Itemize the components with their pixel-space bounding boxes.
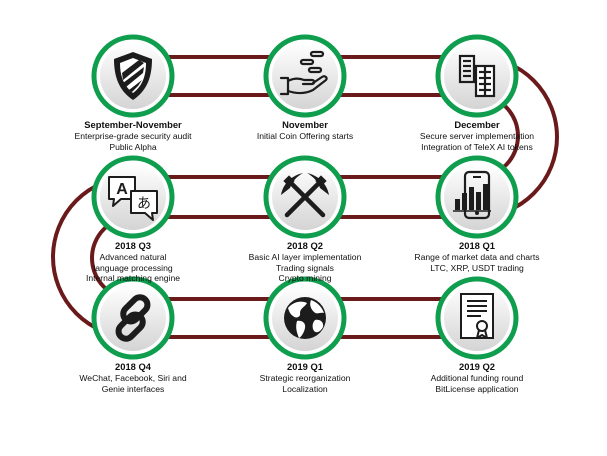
certificate-icon — [460, 293, 494, 339]
milestone-caption: September-November Enterprise-grade secu… — [33, 119, 233, 152]
milestone-line: Advanced natural — [99, 252, 167, 262]
milestone-line: Enterprise-grade security audit — [74, 131, 192, 141]
milestone-title: 2018 Q2 — [287, 240, 323, 251]
milestone-line: Secure server implementation — [419, 131, 535, 141]
milestone-node — [91, 34, 175, 118]
milestone-caption: 2018 Q4 WeChat, Facebook, Siri and Genie… — [33, 361, 233, 394]
globe-icon — [284, 297, 326, 339]
milestone-line: Range of market data and charts — [414, 252, 540, 262]
milestone-title: November — [282, 119, 328, 130]
milestone-line: Strategic reorganization — [259, 373, 351, 383]
milestone-line: Additional funding round — [430, 373, 524, 383]
milestone-line: Public Alpha — [109, 141, 157, 152]
milestone-line: Integration of TeleX AI tokens — [421, 141, 533, 152]
svg-text:あ: あ — [137, 196, 151, 212]
milestone-line: Basic AI layer implementation — [248, 252, 362, 262]
coin-hand-icon — [279, 50, 328, 96]
milestone-title: 2019 Q2 — [459, 361, 495, 372]
server-icon — [458, 54, 496, 98]
milestone-caption: 2019 Q1 Strategic reorganization Localiz… — [205, 361, 405, 394]
milestone-caption: November Initial Coin Offering starts — [205, 119, 405, 142]
milestone-line: WeChat, Facebook, Siri and — [79, 373, 187, 383]
milestone-line: Localization — [282, 383, 328, 394]
milestone-line: Internal matching engine — [85, 273, 181, 284]
milestone-caption: 2018 Q1 Range of market data and charts … — [377, 240, 577, 273]
milestone-node — [435, 276, 519, 360]
milestone-line: Initial Coin Offering starts — [256, 131, 354, 141]
milestone-node — [91, 276, 175, 360]
translate-icon: A あ — [108, 176, 158, 221]
milestone-line: BitLicense application — [435, 383, 519, 394]
node-disc — [272, 43, 338, 109]
milestone-title: 2019 Q1 — [287, 361, 323, 372]
milestone-title: December — [454, 119, 500, 130]
mobile-chart-icon — [453, 170, 491, 220]
milestone-node — [435, 155, 519, 239]
milestone-line: Trading signals — [276, 262, 334, 273]
milestone-line: Genie interfaces — [101, 383, 165, 394]
milestone-node — [435, 34, 519, 118]
milestone-title: 2018 Q3 — [115, 240, 151, 251]
milestone-node — [263, 276, 347, 360]
milestone-title: September-November — [84, 119, 182, 130]
milestone-title: 2018 Q1 — [459, 240, 495, 251]
milestone-caption: December Secure server implementation In… — [377, 119, 577, 152]
link-icon — [115, 294, 151, 342]
milestone-caption: 2019 Q2 Additional funding round BitLice… — [377, 361, 577, 394]
milestone-line: language processing — [93, 262, 173, 273]
milestone-node — [263, 34, 347, 118]
milestone-caption: 2018 Q3 Advanced natural language proces… — [33, 240, 233, 284]
milestone-line: LTC, XRP, USDT trading — [430, 262, 524, 273]
milestone-node: A あ — [91, 155, 175, 239]
milestone-line: Crypto mining — [278, 273, 332, 284]
svg-text:A: A — [116, 181, 128, 198]
shield-icon — [114, 52, 152, 100]
milestone-title: 2018 Q4 — [115, 361, 151, 372]
milestone-caption: 2018 Q2 Basic AI layer implementation Tr… — [205, 240, 405, 284]
milestone-node — [263, 155, 347, 239]
